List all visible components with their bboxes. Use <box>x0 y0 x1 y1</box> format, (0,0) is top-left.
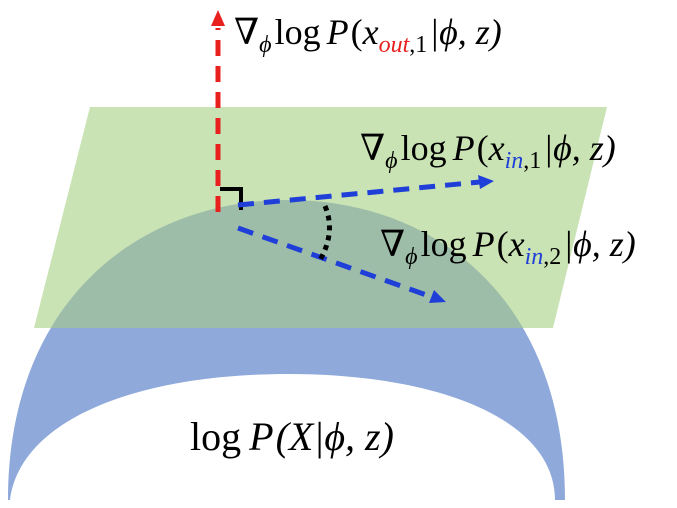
index-subscript: ,1 <box>409 32 427 58</box>
in-gradient-arrowhead-2 <box>429 290 446 303</box>
index-subscript: ,1 <box>523 148 541 174</box>
out-gradient-arrowhead <box>211 10 225 26</box>
nabla-subscript: ϕ <box>385 148 397 174</box>
in-gradient-vector-2 <box>237 225 433 300</box>
in-subscript: in <box>525 244 544 270</box>
log-function: log <box>275 12 321 52</box>
log-function: log <box>421 224 467 264</box>
probability-symbol: P <box>248 414 273 459</box>
out-subscript: out <box>379 32 411 58</box>
condition-text: |ϕ, z) <box>429 12 502 52</box>
condition-text: |ϕ, z) <box>563 224 636 264</box>
nabla-symbol: ∇ <box>380 224 405 264</box>
open-paren: ( <box>477 128 489 168</box>
in-gradient-vector-1 <box>237 179 481 208</box>
probability-symbol: P <box>472 224 495 264</box>
in-subscript: in <box>505 148 524 174</box>
probability-symbol: P <box>326 12 349 52</box>
nabla-subscript: ϕ <box>259 32 271 58</box>
plane-surface-overlap <box>34 200 565 328</box>
log-function: log <box>190 414 241 459</box>
open-paren: ( <box>351 12 363 52</box>
index-subscript: ,2 <box>543 244 561 270</box>
angle-arc-marker <box>317 205 332 262</box>
log-function: log <box>401 128 447 168</box>
variable-x: x <box>362 12 379 52</box>
variable-x: x <box>488 128 505 168</box>
open-paren: ( <box>497 224 509 264</box>
variable-x: x <box>508 224 525 264</box>
nabla-symbol: ∇ <box>234 12 259 52</box>
nabla-symbol: ∇ <box>360 128 385 168</box>
probability-symbol: P <box>452 128 475 168</box>
nabla-subscript: ϕ <box>405 244 417 270</box>
condition-text: (X|ϕ, z) <box>276 414 394 459</box>
in-gradient-arrowhead-1 <box>478 175 494 189</box>
condition-text: |ϕ, z) <box>543 128 616 168</box>
